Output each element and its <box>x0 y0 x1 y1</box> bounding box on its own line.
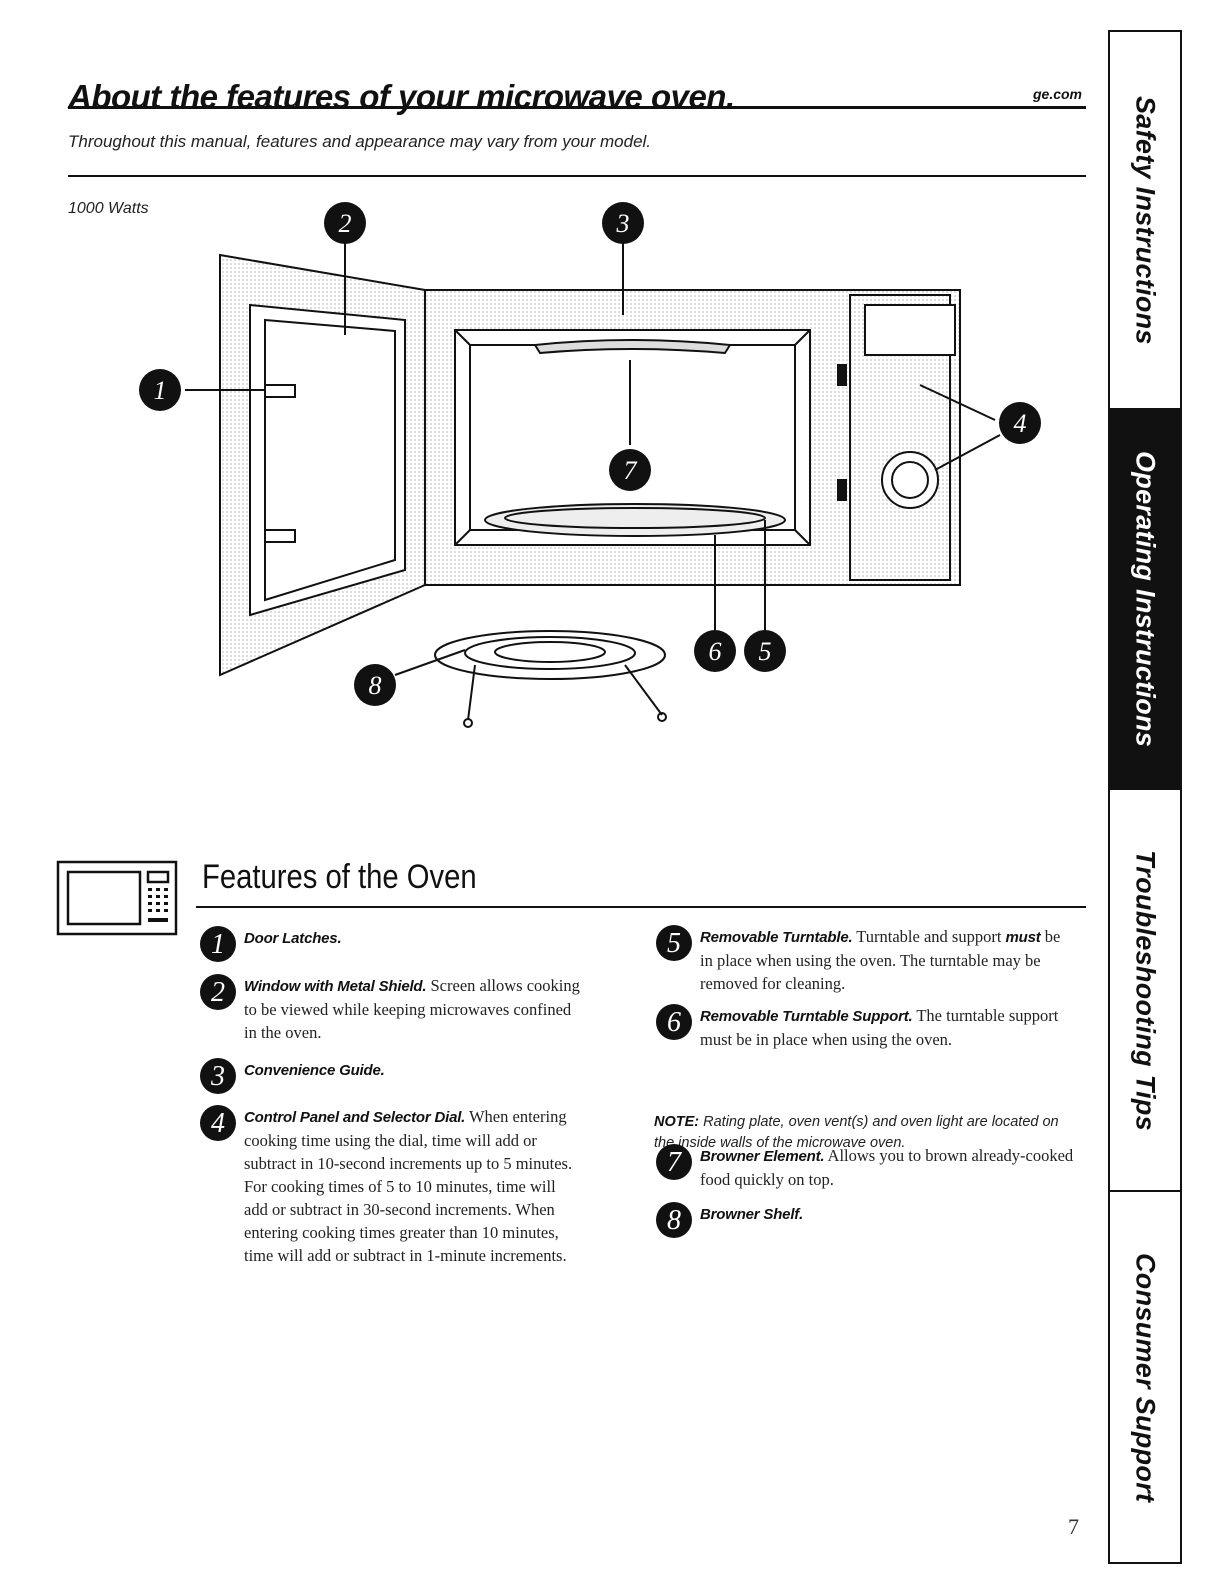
callout-5 <box>744 630 786 672</box>
selector-dial <box>881 451 939 509</box>
tab-label: Operating Instructions <box>1130 450 1161 748</box>
browner-shelf <box>434 630 666 680</box>
note-label: NOTE: <box>654 1114 700 1130</box>
feature-desc: Screen allows cooking to be viewed while… <box>244 976 580 1042</box>
feature-name: Door Latches. <box>244 930 342 947</box>
feature-number-2: 2 <box>200 974 236 1010</box>
feature-number-4: 4 <box>200 1105 236 1141</box>
page-number: 7 <box>1068 1514 1079 1539</box>
watts-label: 1000 Watts <box>68 200 149 217</box>
subtitle-rule <box>68 175 1086 177</box>
note-text: Rating plate, oven vent(s) and oven ligh… <box>654 1114 1059 1151</box>
callout-6 <box>694 630 736 672</box>
display-window <box>864 304 956 356</box>
feature-name: Removable Turntable. <box>700 929 853 946</box>
microwave-icon <box>56 860 178 936</box>
svg-text:6: 6 <box>709 637 722 666</box>
feature-3: 3 Convenience Guide. <box>200 1058 580 1094</box>
feature-desc-pre: Turntable and support <box>852 927 1006 946</box>
browner-element <box>533 339 732 355</box>
feature-7: 7 Browner Element. Allows you to brown a… <box>656 1144 1076 1191</box>
feature-desc: The turntable support must be in place w… <box>700 1006 1059 1049</box>
note: NOTE: Rating plate, oven vent(s) and ove… <box>654 1112 1074 1154</box>
section-tabs: Safety Instructions Operating Instructio… <box>1108 30 1182 1564</box>
tab-safety-instructions[interactable]: Safety Instructions <box>1110 32 1180 410</box>
feature-desc-emphasis: must <box>1005 929 1041 946</box>
feature-name: Removable Turntable Support. <box>700 1008 913 1025</box>
page-title: About the features of your microwave ove… <box>68 78 735 115</box>
feature-8: 8 Browner Shelf. <box>656 1202 1066 1238</box>
tab-operating-instructions[interactable]: Operating Instructions <box>1110 410 1180 788</box>
svg-text:3: 3 <box>616 209 630 238</box>
svg-text:4: 4 <box>1014 409 1027 438</box>
callout-7 <box>609 449 651 491</box>
title-rule <box>68 106 1086 109</box>
tab-consumer-support[interactable]: Consumer Support <box>1110 1192 1180 1564</box>
svg-text:2: 2 <box>339 209 352 238</box>
door-latch-top <box>264 384 296 398</box>
feature-number-3: 3 <box>200 1058 236 1094</box>
svg-text:7: 7 <box>624 456 638 485</box>
callout-3 <box>602 202 644 244</box>
control-panel <box>849 294 951 581</box>
tab-troubleshooting-tips[interactable]: Troubleshooting Tips <box>1110 788 1180 1192</box>
svg-text:1: 1 <box>154 376 167 405</box>
feature-6: 6 Removable Turntable Support. The turnt… <box>656 1004 1066 1051</box>
page-subtitle: Throughout this manual, features and app… <box>68 132 652 151</box>
feature-name: Control Panel and Selector Dial. <box>244 1109 466 1126</box>
section-rule <box>196 906 1086 908</box>
feature-4: 4 Control Panel and Selector Dial. When … <box>200 1105 580 1267</box>
feature-2: 2 Window with Metal Shield. Screen allow… <box>200 974 580 1044</box>
callout-1 <box>139 369 181 411</box>
microwave-diagram: 1 2 3 4 5 6 7 8 <box>139 202 1041 728</box>
site-url: ge.com <box>1032 86 1082 102</box>
feature-desc: Allows you to brown already-cooked food … <box>700 1146 1074 1189</box>
tab-label: Consumer Support <box>1130 1253 1161 1503</box>
feature-name: Browner Shelf. <box>700 1206 804 1223</box>
tab-label: Troubleshooting Tips <box>1130 849 1161 1131</box>
feature-number-1: 1 <box>200 926 236 962</box>
feature-5: 5 Removable Turntable. Turntable and sup… <box>656 925 1066 995</box>
feature-name: Convenience Guide. <box>244 1062 385 1079</box>
callout-8 <box>354 664 396 706</box>
feature-1: 1 Door Latches. <box>200 926 580 962</box>
turntable <box>484 503 786 537</box>
feature-desc: When entering cooking time using the dia… <box>244 1107 573 1265</box>
callout-2 <box>324 202 366 244</box>
feature-number-6: 6 <box>656 1004 692 1040</box>
feature-number-7: 7 <box>656 1144 692 1180</box>
callout-4 <box>999 402 1041 444</box>
feature-name: Window with Metal Shield. <box>244 978 427 995</box>
door-window <box>249 303 406 617</box>
feature-number-5: 5 <box>656 925 692 961</box>
tab-label: Safety Instructions <box>1130 95 1161 345</box>
svg-text:5: 5 <box>759 637 772 666</box>
feature-number-8: 8 <box>656 1202 692 1238</box>
section-title: Features of the Oven <box>202 858 477 896</box>
feature-desc: be in place when using the oven. The tur… <box>700 927 1061 993</box>
door-latch-bottom <box>264 529 296 543</box>
feature-name: Browner Element. <box>700 1148 825 1165</box>
svg-text:8: 8 <box>369 671 382 700</box>
